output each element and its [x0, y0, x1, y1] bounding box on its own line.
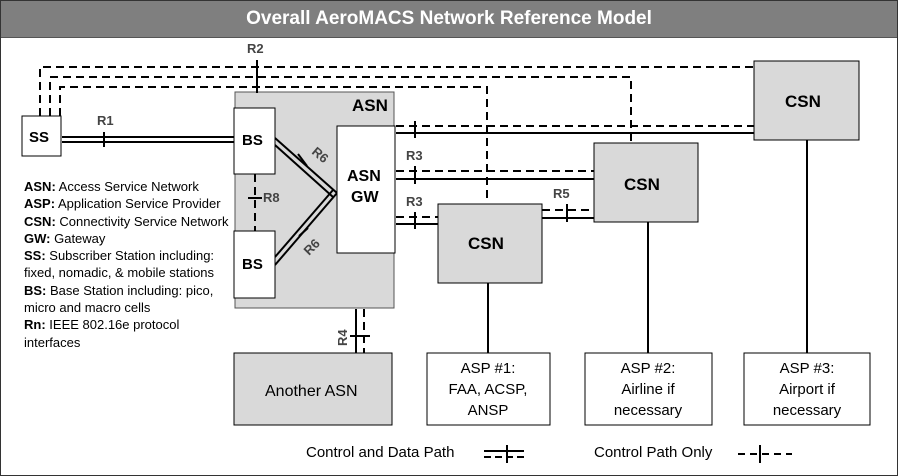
label-r3-top: R3 [406, 148, 423, 163]
definition-item: GW: Gateway [24, 230, 234, 247]
definition-text: Application Service Provider [55, 196, 221, 212]
asp2-line1: ASP #2: [621, 360, 676, 377]
csn-left-label: CSN [468, 234, 504, 253]
bs-top-box [233, 107, 276, 175]
definition-text: Connectivity Service Network [55, 213, 229, 229]
label-r1: R1 [97, 113, 114, 128]
asp1-box [426, 352, 551, 426]
label-r3-bottom: R3 [406, 194, 423, 209]
definition-item: ASN: Access Service Network [24, 178, 234, 195]
definition-text: Access Service Network [55, 179, 199, 194]
csn-mid-label: CSN [624, 175, 660, 194]
definition-item: Rn: IEEE 802.16e protocol interfaces [24, 316, 234, 351]
asp1-line3: ANSP [468, 402, 509, 419]
definition-term: GW: [24, 230, 51, 246]
definition-term: ASP: [24, 196, 56, 212]
legend-control-only-glyph [738, 445, 792, 463]
definition-text: Gateway [50, 230, 106, 246]
definition-text: Subscriber Station including: fixed, nom… [24, 248, 215, 281]
definition-item: BS: Base Station including: pico, micro … [24, 282, 234, 317]
another-asn-label: Another ASN [265, 383, 358, 400]
control-paths [39, 66, 754, 353]
legend-control-only: Control Path Only [594, 444, 713, 461]
label-r5: R5 [553, 186, 570, 201]
asp2-line2: Airline if [621, 381, 675, 398]
asp3-line3: necessary [773, 402, 842, 419]
definition-term: SS: [24, 248, 46, 264]
asn-label: ASN [352, 96, 388, 115]
bs-bottom-box [233, 230, 276, 299]
legend-control-data: Control and Data Path [306, 444, 455, 461]
ss-box [21, 115, 62, 157]
asp1-line1: ASP #1: [461, 360, 516, 377]
definition-item: ASP: Application Service Provider [24, 195, 234, 212]
asp3-line1: ASP #3: [780, 360, 835, 377]
csn-right-box [753, 60, 860, 141]
asp1-line2: FAA, ACSP, [449, 381, 528, 398]
definition-term: BS: [24, 282, 47, 298]
definition-term: ASN: [24, 179, 56, 194]
label-r4: R4 [335, 329, 350, 346]
label-r8: R8 [263, 190, 280, 205]
definition-item: SS: Subscriber Station including: fixed,… [24, 247, 234, 282]
bs-bottom-label: BS [242, 256, 263, 273]
definition-term: CSN: [24, 213, 56, 229]
label-r2: R2 [247, 41, 264, 56]
asp2-line3: necessary [614, 402, 683, 419]
another-asn-box [233, 352, 393, 426]
reference-ticks [103, 60, 568, 337]
asn-gw-label-2: GW [351, 189, 379, 206]
definition-term: Rn: [24, 317, 46, 333]
ss-label: SS [29, 129, 49, 146]
asp3-box [743, 352, 871, 426]
title-bar: Overall AeroMACS Network Reference Model [1, 1, 897, 38]
definition-item: CSN: Connectivity Service Network [24, 213, 234, 230]
csn-left-box [437, 203, 543, 284]
asn-gw-box [336, 125, 396, 254]
definition-text: IEEE 802.16e protocol interfaces [24, 317, 180, 350]
asn-gw-label-1: ASN [347, 168, 381, 185]
csn-right-label: CSN [785, 92, 821, 111]
asp3-line2: Airport if [779, 381, 836, 398]
csn-mid-box [593, 142, 699, 223]
diagram-title: Overall AeroMACS Network Reference Model [246, 8, 652, 29]
legend-control-data-glyph [484, 445, 524, 463]
asp2-box [584, 352, 713, 426]
bs-top-label: BS [242, 132, 263, 149]
definition-text: Base Station including: pico, micro and … [24, 282, 214, 316]
